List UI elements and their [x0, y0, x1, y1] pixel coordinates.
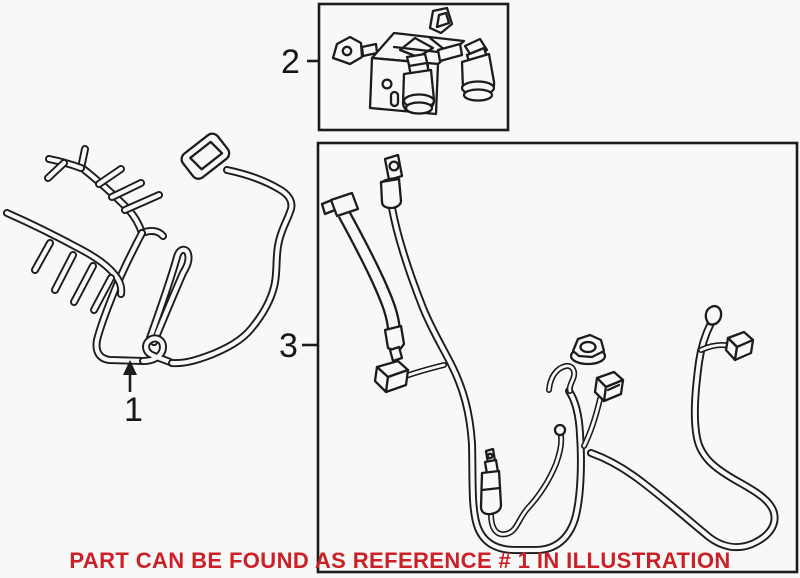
callout-1-arrow — [123, 360, 137, 392]
callout-3-label: 3 — [279, 327, 298, 365]
reference-caption: PART CAN BE FOUND AS REFERENCE # 1 IN IL… — [69, 548, 731, 573]
harness-connector-tag — [180, 132, 231, 180]
callout-1-label: 1 — [124, 391, 143, 429]
item-2-box — [317, 2, 510, 132]
callout-2-label: 2 — [281, 43, 300, 81]
cable-assembly-illustration — [320, 153, 779, 554]
harness-illustration — [3, 132, 296, 368]
bracket-assembly-illustration — [331, 6, 496, 116]
item-3-box — [316, 141, 799, 574]
